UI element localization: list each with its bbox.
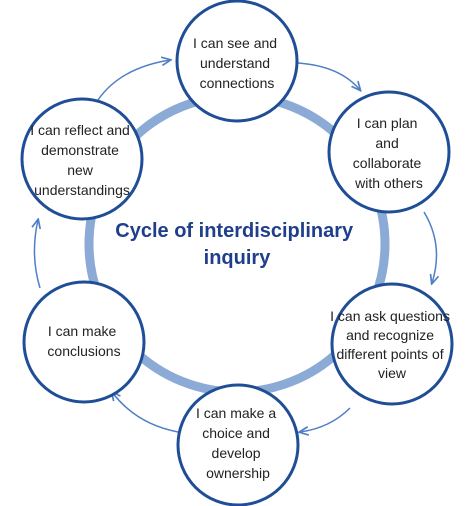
node-label-reflect: I can reflect and demonstrate new unders…	[30, 122, 134, 198]
arrow-plan-to-ask	[423, 211, 437, 283]
node-circle-ask	[330, 282, 454, 406]
node-circle-connections	[175, 0, 299, 123]
node-label-choice: I can make a choice and develop ownershi…	[196, 405, 280, 481]
arrow-connections-to-plan	[297, 62, 360, 90]
node-label-ask: I can ask questions and recognize differ…	[330, 308, 454, 381]
node-label-conclusions: I can make conclusions	[47, 323, 120, 359]
arrow-reflect-to-connections	[97, 60, 170, 101]
diagram-title-line-2: inquiry	[204, 247, 272, 269]
node-circle-conclusions	[22, 280, 146, 404]
node-label-connections: I can see and understand connections	[193, 35, 281, 91]
arrow-choice-to-conclusions	[112, 392, 179, 433]
node-circle-plan	[327, 90, 451, 214]
node-label-plan: I can plan and collaborate with others	[353, 115, 425, 191]
arrow-conclusions-to-reflect	[34, 220, 40, 289]
diagram-title-line-1: Cycle of interdisciplinary	[115, 220, 354, 242]
arrow-ask-to-choice	[300, 407, 351, 432]
node-circle-choice	[176, 383, 300, 506]
node-circle-reflect	[20, 97, 144, 221]
diagram-title: Cycle of interdisciplinary inquiry	[115, 220, 358, 269]
